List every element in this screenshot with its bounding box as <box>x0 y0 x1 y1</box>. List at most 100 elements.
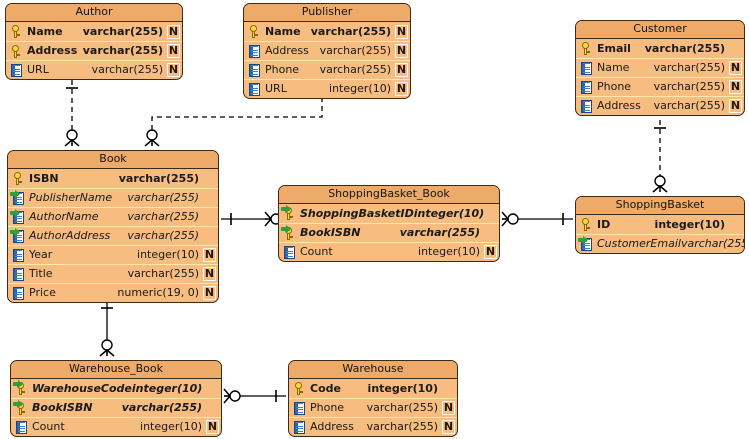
column-name: Code <box>310 381 341 395</box>
column-type: integer(10) <box>654 217 725 231</box>
column-name: Phone <box>310 401 345 414</box>
column-icon <box>11 248 26 263</box>
entity-title: Author <box>6 4 182 22</box>
column-name: URL <box>27 63 49 76</box>
entity-title: Publisher <box>244 4 410 22</box>
key-icon <box>247 24 262 39</box>
nullable-badge: N <box>729 61 742 75</box>
column-name: Address <box>27 44 78 57</box>
column-name: WarehouseCode <box>32 381 132 395</box>
column-type: varchar(255) <box>644 41 725 55</box>
nullable-badge: N <box>484 245 497 259</box>
nullable-badge-placeholder <box>203 191 216 205</box>
column-type: integer(10) <box>131 381 203 395</box>
entity-title: Customer <box>576 21 744 39</box>
nullable-badge: N <box>167 44 180 58</box>
column-icon <box>247 63 262 78</box>
nullable-badge-placeholder <box>442 382 455 396</box>
nullable-badge: N <box>395 44 408 58</box>
column-name: ID <box>597 217 611 231</box>
column-type: varchar(255) <box>118 171 199 185</box>
column-row[interactable]: ID integer(10) <box>576 215 744 234</box>
column-icon <box>11 267 26 282</box>
column-type: varchar(255) <box>653 80 725 93</box>
column-name: Price <box>29 286 56 299</box>
fk-icon <box>10 189 26 206</box>
column-name: ShoppingBasketID <box>300 206 414 220</box>
nullable-badge: N <box>442 401 455 415</box>
nullable-badge-placeholder <box>203 229 216 243</box>
column-name: Phone <box>597 80 632 93</box>
column-type: varchar(255) <box>121 401 202 414</box>
column-type: varchar(255) <box>366 401 438 414</box>
column-icon <box>9 63 24 78</box>
column-name: Address <box>597 99 641 112</box>
column-name: Address <box>265 44 309 57</box>
key-icon <box>11 171 26 186</box>
column-name: BookISBN <box>300 226 361 239</box>
column-type: varchar(255) <box>399 226 480 239</box>
column-name: CustomerEmail <box>597 237 681 250</box>
nullable-badge-placeholder <box>488 207 499 221</box>
column-row[interactable]: BookISBN varchar(255) <box>279 223 499 242</box>
nullable-badge: N <box>729 99 742 113</box>
nullable-badge-placeholder <box>729 42 742 56</box>
column-type: integer(10) <box>329 82 391 95</box>
key-icon <box>9 44 24 59</box>
column-name: AuthorName <box>29 210 99 223</box>
column-name: Name <box>597 61 630 74</box>
key-icon <box>579 41 594 56</box>
nullable-badge: N <box>395 24 408 39</box>
column-row[interactable]: BookISBN varchar(255) <box>11 398 221 417</box>
column-icon <box>247 82 262 97</box>
column-icon <box>247 44 262 59</box>
column-type: varchar(255) <box>366 420 438 433</box>
key-icon <box>579 217 594 232</box>
column-name: AuthorAddress <box>29 229 111 242</box>
nullable-badge: N <box>203 286 216 300</box>
entity-title: Warehouse <box>289 361 457 379</box>
column-row[interactable]: Phone varchar(255) N <box>289 398 457 417</box>
column-name: PublisherName <box>29 191 113 204</box>
fk-icon <box>10 227 26 244</box>
column-type: integer(10) <box>413 206 485 220</box>
column-name: Title <box>29 267 53 280</box>
column-name: BookISBN <box>32 401 93 414</box>
column-icon <box>11 286 26 301</box>
